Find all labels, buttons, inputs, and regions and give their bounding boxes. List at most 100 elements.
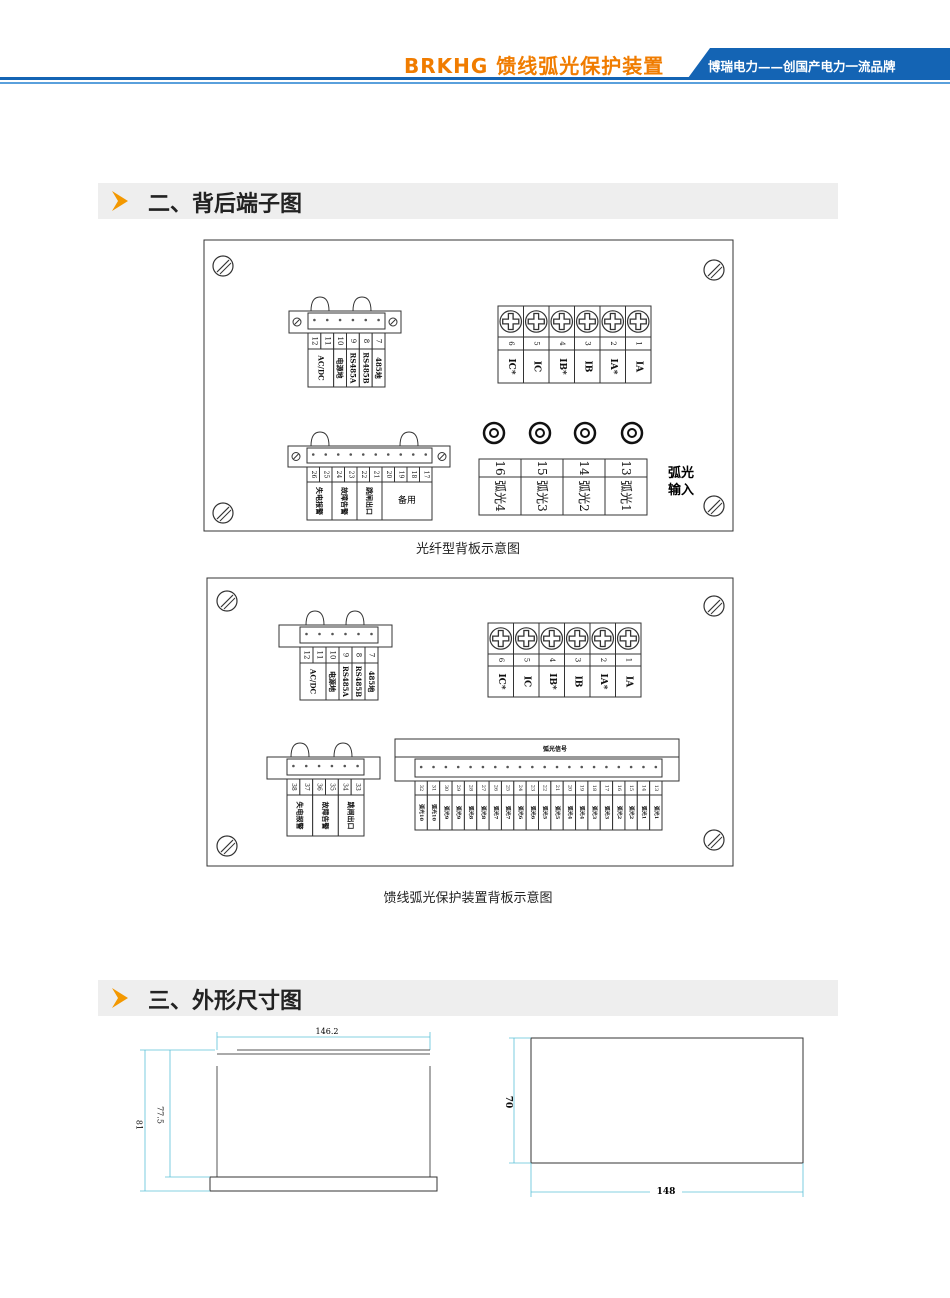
chevron-right-icon	[112, 191, 128, 211]
terminal-number: 36	[316, 783, 323, 791]
pin-dot	[444, 765, 448, 769]
connector-latch	[399, 431, 419, 447]
pin-dot	[318, 632, 321, 636]
fiber-label: 弧光3	[535, 480, 549, 512]
terminal-label-cell	[487, 665, 514, 698]
screw-slot	[707, 263, 721, 277]
terminal-label-cell	[589, 665, 616, 698]
terminal-number: 11	[316, 651, 324, 660]
terminal-label: RS485A	[348, 353, 357, 384]
screw-slot	[707, 833, 721, 847]
terminal-number: 26	[310, 471, 317, 479]
screw-slot	[220, 839, 234, 853]
arc-input-label: 输入	[668, 482, 694, 498]
pin-dot	[317, 764, 321, 768]
terminal-label: IA	[623, 676, 633, 688]
terminal-label: 故障告警	[340, 487, 349, 515]
pin-dot	[543, 765, 546, 769]
dim-front-width: 148	[657, 1187, 676, 1197]
terminal-number: 2	[599, 658, 607, 662]
terminal-label: 485地	[367, 671, 376, 693]
pin-dot	[642, 765, 645, 769]
panel1-caption: 光纤型背板示意图	[415, 542, 521, 557]
pin-dot	[338, 318, 342, 322]
fiber-number: 15	[535, 460, 549, 475]
terminal-number: 34	[341, 783, 348, 791]
pin-dot	[592, 765, 596, 769]
terminal-label: 备用	[398, 494, 416, 506]
terminal-number: 12	[303, 651, 311, 660]
terminal-label-cell	[513, 665, 540, 698]
terminal-label: 电源地	[328, 671, 337, 692]
terminal-label: IA*	[598, 674, 608, 690]
terminal-label-cell	[381, 481, 433, 521]
terminal-number: 38	[290, 783, 297, 791]
terminal-number: 28	[468, 785, 474, 791]
terminal-label: IA	[633, 361, 643, 373]
pin-dot	[481, 765, 485, 769]
terminal-number: 18	[591, 785, 597, 791]
terminal-number: 10	[336, 337, 344, 346]
connector-latch	[345, 610, 365, 626]
dim-width: 146.2	[316, 1027, 339, 1036]
fiber-number: 14	[577, 460, 591, 476]
terminal-number: 5	[522, 658, 530, 662]
fiber-port-core	[627, 428, 637, 438]
rear-panel-fiber-type	[203, 239, 734, 532]
pin-dot	[531, 765, 534, 769]
terminal-number: 17	[422, 471, 429, 479]
terminal-number: 23	[529, 785, 535, 791]
pin-dot	[351, 318, 355, 322]
terminal-number: 27	[480, 785, 486, 791]
terminal-label-cell	[286, 794, 314, 837]
pin-dot	[386, 453, 390, 456]
pin-dot	[305, 632, 308, 636]
connector-latch	[310, 296, 330, 312]
terminal-label: 弧光2	[628, 806, 635, 820]
terminal-number: 25	[322, 471, 329, 479]
terminal-label: 弧光4	[566, 806, 573, 820]
arc-signal-title: 弧光信号	[543, 745, 567, 753]
screw-slot	[439, 453, 445, 460]
terminal-number: 7	[368, 653, 376, 657]
connector-latch	[310, 431, 330, 447]
pin-dot	[377, 318, 380, 322]
terminal-number: 18	[410, 471, 417, 479]
terminal-label-cell	[337, 794, 365, 837]
screw-slot	[707, 599, 721, 613]
pin-dot	[330, 764, 334, 768]
screw-slot	[219, 262, 232, 275]
pin-dot	[456, 765, 460, 769]
terminal-label-cell	[307, 348, 335, 388]
pin-dot	[336, 453, 340, 456]
terminal-number: 16	[616, 785, 622, 791]
terminal-number: 13	[653, 785, 659, 791]
terminal-number: 30	[443, 785, 449, 791]
cross-slot	[527, 312, 545, 331]
connector-latch	[290, 742, 310, 758]
screw-slot	[223, 597, 236, 610]
fiber-label-cell	[478, 476, 522, 516]
screw-slot	[216, 259, 230, 273]
terminal-label: IC	[521, 676, 531, 687]
pin-dot	[419, 765, 423, 769]
terminal-label: 弧光9	[443, 806, 450, 820]
pin-dot	[311, 453, 315, 456]
terminal-label: 弧光5	[554, 806, 561, 820]
fiber-port-core	[580, 428, 590, 438]
cross-slot	[517, 629, 535, 648]
terminal-label: 弧光1	[653, 806, 660, 819]
screw-slot	[710, 502, 723, 515]
pin-dot	[343, 764, 347, 768]
terminal-label: 电源地	[336, 358, 345, 379]
screw-slot	[710, 266, 723, 279]
pin-dot	[411, 453, 415, 456]
terminal-label: IB	[572, 676, 582, 688]
terminal-label: 弧光8	[480, 806, 487, 820]
connector-latch	[333, 742, 353, 758]
terminal-label-cell	[364, 662, 379, 701]
connector-body	[299, 626, 379, 644]
terminal-label-cell	[371, 348, 386, 388]
terminal-label: 弧光7	[505, 806, 512, 820]
